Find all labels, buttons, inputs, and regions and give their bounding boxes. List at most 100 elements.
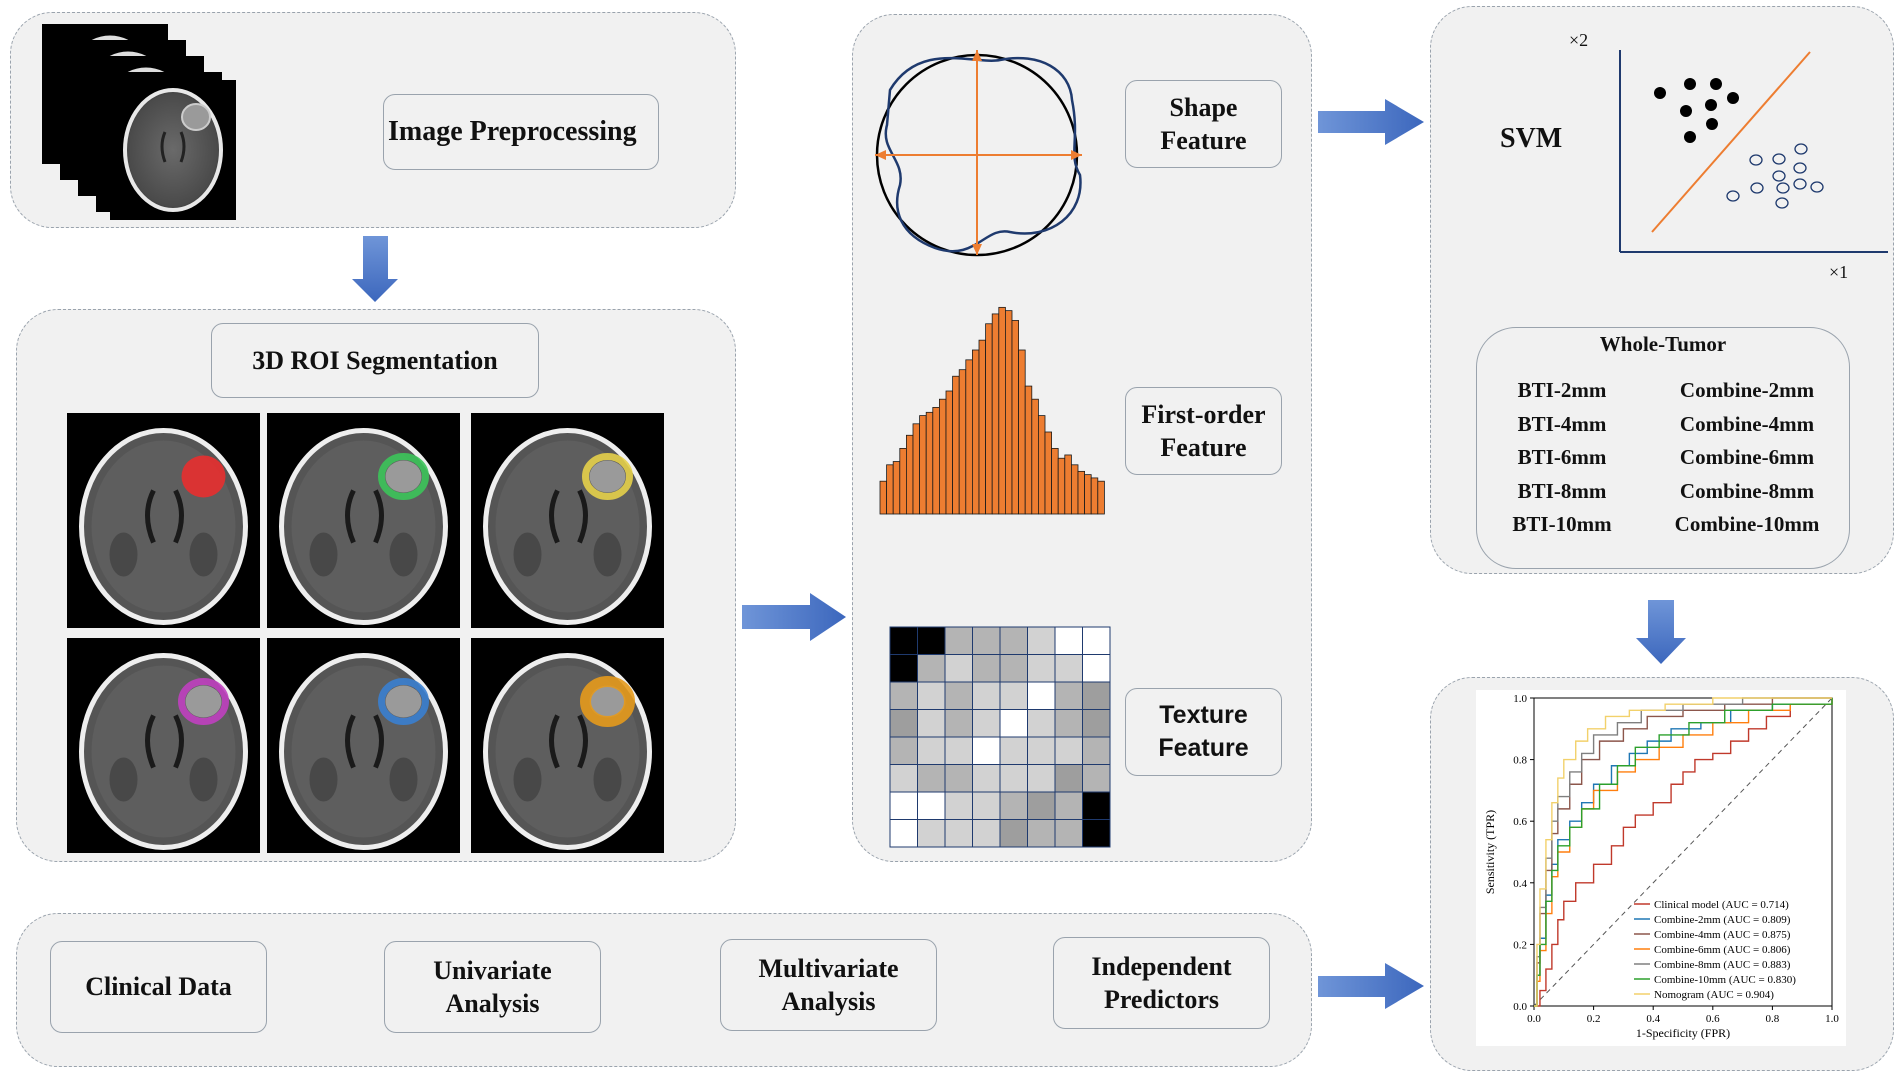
texture-cell <box>889 654 918 683</box>
texture-cell <box>1082 764 1111 793</box>
roi-overlay <box>378 453 429 500</box>
texture-cell <box>1082 654 1111 683</box>
mri-slice-front <box>110 80 236 220</box>
roi-overlay <box>580 676 635 727</box>
arrow-to-svm <box>1318 99 1424 145</box>
texture-cell <box>999 819 1028 848</box>
texture-cell <box>1082 819 1111 848</box>
roc-series-line <box>1534 698 1833 1007</box>
arrow-to-features <box>742 593 846 641</box>
roc-x-tick-label: 1.0 <box>1825 1013 1839 1025</box>
texture-cell <box>1027 819 1056 848</box>
segmentation-tile <box>67 638 260 853</box>
texture-cell <box>1027 626 1056 655</box>
texture-matrix-graphic <box>889 626 1111 848</box>
texture-cell <box>972 736 1001 765</box>
texture-cell <box>999 654 1028 683</box>
roc-x-tick-label: 0.6 <box>1706 1013 1720 1025</box>
image-preprocessing-box: Image Preprocessing <box>383 94 659 170</box>
combine-model-item: Combine-8mm <box>1679 478 1815 503</box>
multivariate-analysis-label: Multivariate Analysis <box>758 954 899 1016</box>
roc-y-axis-label: Sensitivity (TPR) <box>1483 810 1497 894</box>
texture-cell <box>917 791 946 820</box>
texture-cell <box>944 709 973 738</box>
independent-predictors-box: Independent Predictors <box>1053 937 1270 1029</box>
texture-cell <box>972 819 1001 848</box>
roc-legend-label: Clinical model (AUC = 0.714) <box>1654 899 1789 911</box>
svm-label: SVM <box>1500 123 1563 154</box>
texture-cell <box>889 709 918 738</box>
roc-y-tick-label: 0.8 <box>1513 755 1527 767</box>
svm-class-a-points <box>1654 78 1739 143</box>
roc-y-tick-label: 1.0 <box>1513 693 1527 705</box>
first-order-feature-box: First-order Feature <box>1125 387 1282 475</box>
bti-model-item: BTI-8mm <box>1517 478 1607 503</box>
univariate-analysis-label: Univariate Analysis <box>433 956 552 1018</box>
histogram-graphic <box>879 306 1105 515</box>
texture-cell <box>972 626 1001 655</box>
texture-feature-label: Texture Feature <box>1158 701 1249 762</box>
shape-feature-graphic <box>875 50 1082 257</box>
texture-cell <box>917 654 946 683</box>
roc-legend-label: Nomogram (AUC = 0.904) <box>1654 989 1774 1001</box>
roc-legend-label: Combine-8mm (AUC = 0.883) <box>1654 959 1791 971</box>
texture-cell <box>1027 654 1056 683</box>
shape-feature-box: Shape Feature <box>1125 80 1282 168</box>
roc-series-line <box>1534 698 1833 1007</box>
roi-overlay <box>378 678 429 725</box>
texture-cell <box>1082 681 1111 710</box>
arrow-down-roc <box>1636 600 1686 664</box>
clinical-data-box: Clinical Data <box>50 941 267 1033</box>
bti-model-item: BTI-6mm <box>1517 445 1607 469</box>
texture-cell <box>1082 709 1111 738</box>
roc-legend-label: Combine-2mm (AUC = 0.809) <box>1654 914 1791 926</box>
roi-overlay <box>582 453 633 500</box>
univariate-analysis-box: Univariate Analysis <box>384 941 601 1033</box>
shape-feature-label: Shape Feature <box>1160 93 1247 155</box>
roc-legend-label: Combine-10mm (AUC = 0.830) <box>1654 974 1796 986</box>
arrow-down-segmentation <box>352 236 398 302</box>
svm-x-axis-label: ×1 <box>1829 262 1849 282</box>
first-order-feature-label: First-order Feature <box>1141 400 1266 462</box>
segmentation-tile <box>471 413 664 628</box>
texture-cell <box>944 819 973 848</box>
texture-cell <box>889 626 918 655</box>
roc-series-line <box>1534 697 1832 1007</box>
histogram-bar <box>1097 480 1105 515</box>
roc-y-tick-label: 0.2 <box>1513 939 1527 951</box>
segmentation-tile <box>267 413 460 628</box>
texture-cell <box>917 819 946 848</box>
multivariate-analysis-box: Multivariate Analysis <box>720 939 937 1031</box>
whole-tumor-title: Whole-Tumor <box>1599 332 1727 356</box>
segmentation-tile <box>471 638 664 853</box>
roc-plot-frame <box>1533 697 1833 1007</box>
svm-class-b-points <box>1726 143 1824 209</box>
texture-cell <box>1082 626 1111 655</box>
clinical-data-label: Clinical Data <box>85 972 232 1001</box>
roc-legend-label: Combine-6mm (AUC = 0.806) <box>1654 944 1791 956</box>
combine-model-item: Combine-2mm <box>1679 378 1815 402</box>
texture-cell <box>1054 709 1083 738</box>
texture-cell <box>972 681 1001 710</box>
texture-feature-box: Texture Feature <box>1125 688 1282 776</box>
roi-overlay <box>181 455 226 498</box>
texture-cell <box>917 626 946 655</box>
combine-model-item: Combine-10mm <box>1674 512 1820 536</box>
combine-model-item: Combine-4mm <box>1679 411 1815 436</box>
texture-cell <box>889 819 918 848</box>
segmentation-title-box: 3D ROI Segmentation <box>211 323 539 398</box>
roc-y-tick-label: 0.4 <box>1513 878 1527 890</box>
arrow-to-roc <box>1318 963 1424 1009</box>
texture-cell <box>999 626 1028 655</box>
combine-model-item: Combine-6mm <box>1679 445 1815 469</box>
texture-cell <box>917 764 946 793</box>
segmentation-tile <box>267 638 460 853</box>
roc-y-tick-label: 0.0 <box>1513 1001 1527 1013</box>
roi-overlay <box>178 678 229 725</box>
